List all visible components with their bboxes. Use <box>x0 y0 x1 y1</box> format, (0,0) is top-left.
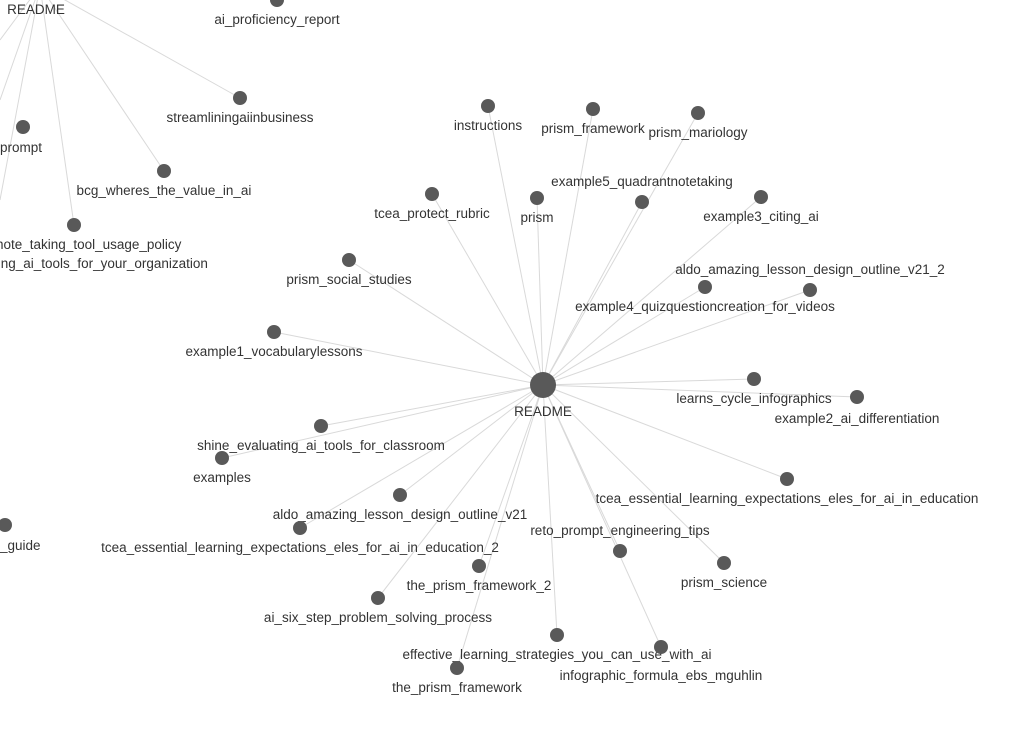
graph-edge <box>320 384 544 427</box>
graph-node[interactable] <box>803 283 817 297</box>
graph-node-label[interactable]: ai_six_step_problem_solving_process <box>263 610 493 625</box>
graph-node[interactable] <box>717 556 731 570</box>
graph-node[interactable] <box>654 640 668 654</box>
graph-edge <box>0 0 31 41</box>
graph-edge <box>542 286 706 386</box>
graph-node[interactable] <box>157 164 171 178</box>
graph-edge <box>399 384 544 496</box>
graph-node[interactable] <box>314 419 328 433</box>
graph-edge <box>542 289 811 386</box>
graph-node-label[interactable]: README <box>7 2 65 17</box>
graph-edge <box>348 259 544 386</box>
graph-node[interactable] <box>850 390 864 404</box>
graph-edge <box>299 384 544 529</box>
graph-edge <box>542 112 699 386</box>
graph-edge <box>221 384 544 459</box>
graph-node-label[interactable]: prism <box>520 210 554 225</box>
graph-node-label[interactable]: prism_framework <box>541 121 645 136</box>
graph-edge <box>542 201 643 386</box>
graph-edge <box>478 384 544 567</box>
graph-node[interactable] <box>425 187 439 201</box>
graph-edge <box>542 384 662 648</box>
graph-node-label[interactable]: example3_citing_ai <box>703 209 819 224</box>
graph-node[interactable] <box>270 0 284 7</box>
graph-node-label[interactable]: prompt <box>0 140 43 155</box>
graph-node-label[interactable]: prism_social_studies <box>286 272 412 287</box>
graph-node[interactable] <box>780 472 794 486</box>
graph-edge <box>41 0 75 226</box>
graph-node[interactable] <box>472 559 486 573</box>
graph-edge <box>542 108 594 386</box>
graph-node-label[interactable]: example5_quadrantnotetaking <box>551 174 733 189</box>
graph-node[interactable] <box>67 218 81 232</box>
graph-node[interactable] <box>293 521 307 535</box>
graph-edge <box>487 105 544 386</box>
graph-node[interactable] <box>215 451 229 465</box>
graph-node-label[interactable]: examples <box>193 470 251 485</box>
graph-node-label[interactable]: tcea_essential_learning_expectations_ele… <box>595 491 979 506</box>
graph-edge <box>273 331 544 386</box>
graph-node-label[interactable]: README <box>514 404 572 419</box>
graph-node-label[interactable]: note_taking_tool_usage_policy <box>0 237 182 252</box>
graph-node-label[interactable]: tcea_protect_rubric <box>374 206 490 221</box>
graph-node[interactable] <box>586 102 600 116</box>
graph-edge <box>0 0 38 201</box>
graph-node-label[interactable]: example2_ai_differentiation <box>774 411 940 426</box>
graph-node[interactable] <box>754 190 768 204</box>
graph-node-label[interactable]: tcea_essential_learning_expectations_ele… <box>101 540 499 555</box>
graph-node-label[interactable]: prism_mariology <box>648 125 748 140</box>
graph-node[interactable] <box>613 544 627 558</box>
graph-node-label[interactable]: the_prism_framework <box>392 680 522 695</box>
graph-node-label[interactable]: ting_ai_tools_for_your_organization <box>0 256 208 271</box>
graph-node-label[interactable]: the_prism_framework_2 <box>406 578 552 593</box>
graph-edge <box>542 384 858 398</box>
graph-node[interactable] <box>233 91 247 105</box>
graph-node[interactable] <box>450 661 464 675</box>
graph-edge <box>431 193 544 386</box>
graph-node-label[interactable]: instructions <box>453 118 523 133</box>
graph-node-label[interactable]: infographic_formula_ebs_mguhlin <box>559 668 763 683</box>
graph-edge <box>542 196 762 386</box>
graph-node-label[interactable]: example1_vocabularylessons <box>185 344 363 359</box>
graph-node-label[interactable]: prism_science <box>680 575 768 590</box>
graph-edge <box>63 0 241 99</box>
graph-node[interactable] <box>393 488 407 502</box>
graph-node-label[interactable]: example4_quizquestioncreation_for_videos <box>575 299 835 314</box>
graph-edge <box>377 384 544 599</box>
graph-node-label[interactable]: learns_cycle_infographics <box>676 391 832 406</box>
graph-node[interactable] <box>530 191 544 205</box>
graph-node-label[interactable]: bcg_wheres_the_value_in_ai <box>76 183 252 198</box>
graph-edge <box>0 0 36 101</box>
graph-node-label[interactable]: reto_prompt_engineering_tips <box>530 523 710 538</box>
graph-edge <box>456 384 544 669</box>
graph-node-label[interactable]: streamliningaiinbusiness <box>166 110 314 125</box>
graph-node[interactable] <box>635 195 649 209</box>
graph-node[interactable] <box>747 372 761 386</box>
graph-node-label[interactable]: effective_learning_strategies_you_can_us… <box>402 647 712 662</box>
graph-node[interactable] <box>530 372 556 398</box>
graph-edge <box>542 378 755 386</box>
graph-edge <box>542 384 788 480</box>
graph-edge <box>542 384 725 564</box>
graph-node-label[interactable]: _guide <box>0 538 41 553</box>
graph-node[interactable] <box>550 628 564 642</box>
graph-node-label[interactable]: aldo_amazing_lesson_design_outline_v21 <box>272 507 528 522</box>
graph-edge <box>536 197 544 386</box>
graph-edge <box>48 0 165 172</box>
graph-node[interactable] <box>342 253 356 267</box>
graph-node[interactable] <box>267 325 281 339</box>
graph-node[interactable] <box>16 120 30 134</box>
graph-node-label[interactable]: ai_proficiency_report <box>214 12 340 27</box>
graph-node-label[interactable]: aldo_amazing_lesson_design_outline_v21_2 <box>675 262 945 277</box>
graph-node[interactable] <box>691 106 705 120</box>
graph-edge <box>542 384 558 636</box>
graph-node[interactable] <box>698 280 712 294</box>
graph-node[interactable] <box>0 518 12 532</box>
graph-node[interactable] <box>371 591 385 605</box>
graph-node[interactable] <box>481 99 495 113</box>
graph-node-label[interactable]: shine_evaluating_ai_tools_for_classroom <box>197 438 445 453</box>
